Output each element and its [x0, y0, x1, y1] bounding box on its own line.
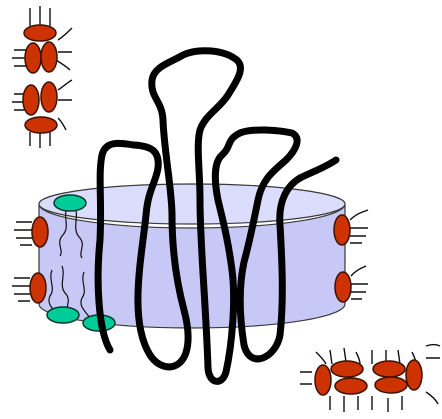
- lipid-headgroup: [334, 215, 350, 245]
- lipid-headgroup: [406, 360, 422, 390]
- lipid-headgroup: [335, 378, 367, 394]
- lipid-tails: [351, 266, 368, 299]
- lipid-headgroup: [373, 361, 405, 377]
- lipid-headgroup: [25, 43, 41, 73]
- wall-lipid: [334, 210, 368, 245]
- lipid-tails: [350, 210, 368, 243]
- lipid-cluster-top-left: [12, 6, 72, 148]
- lipid-headgroup: [32, 217, 48, 247]
- lipid-headgroup: [315, 365, 331, 395]
- lipid-headgroup: [375, 377, 407, 393]
- wall-lipid: [14, 217, 48, 247]
- lipid-headgroup: [24, 25, 56, 41]
- lipid-headgroup: [41, 42, 57, 72]
- lipid-cluster-bottom-right: [300, 345, 440, 413]
- lipid-headgroup: [41, 82, 57, 112]
- lipid-tails: [12, 278, 30, 301]
- lipid-headgroup: [25, 117, 57, 133]
- lipid-headgroup: [331, 361, 363, 377]
- bound-lipid-icon: [54, 195, 86, 211]
- lipid-headgroup: [335, 272, 351, 302]
- lipid-tails: [14, 222, 32, 245]
- wall-lipid: [12, 273, 46, 303]
- bound-lipid-icon: [47, 307, 79, 323]
- lipid-headgroup: [30, 273, 46, 303]
- lipid-headgroup: [23, 85, 39, 115]
